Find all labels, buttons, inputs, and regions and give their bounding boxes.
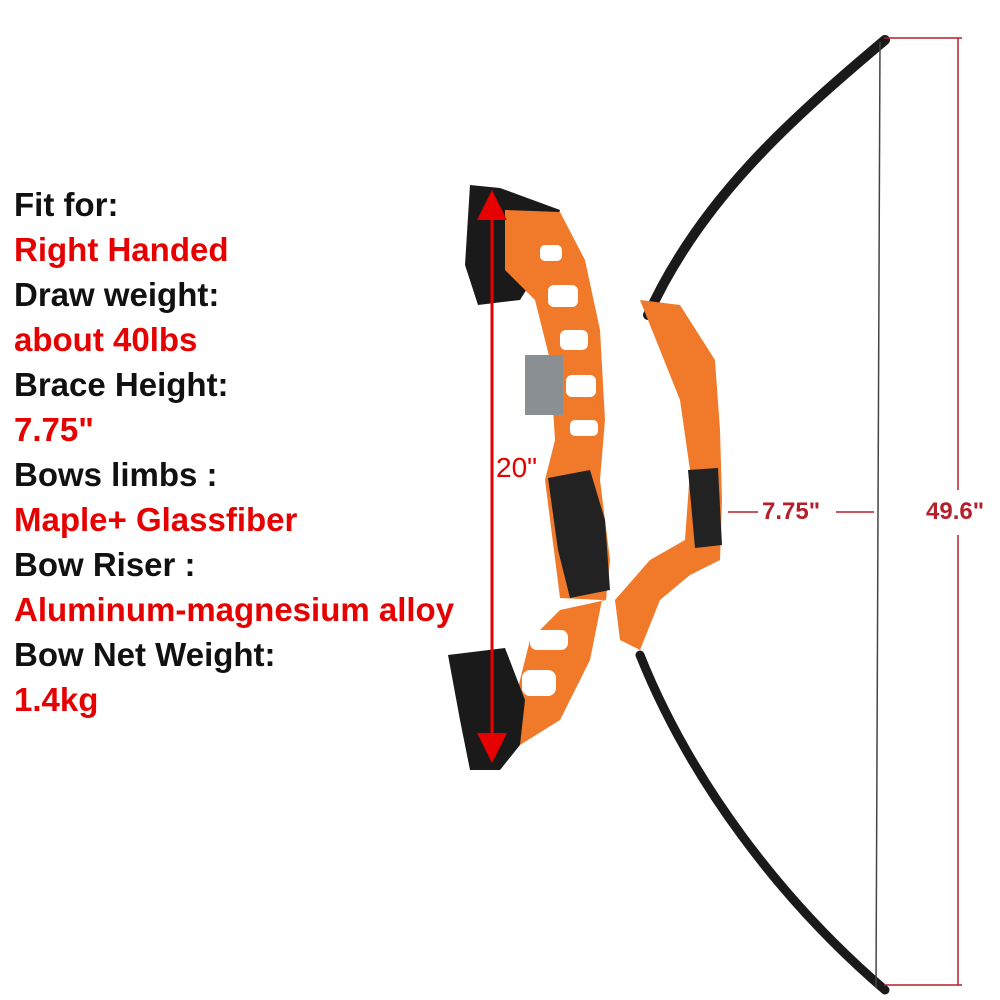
total-length-dimension-label: 49.6" [926,498,985,525]
recurve-bow-detail-icon [448,185,610,770]
spec-riser-value: Aluminum-magnesium alloy [14,591,455,628]
spec-limbs-label: Bows limbs : [14,456,218,493]
spec-fit-value: Right Handed [14,231,229,268]
spec-draw-weight-label: Draw weight: [14,276,220,313]
spec-brace-height-value: 7.75" [14,411,94,448]
spec-riser-label: Bow Riser : [14,546,196,583]
spec-draw-weight-value: about 40lbs [14,321,198,358]
spec-net-weight-value: 1.4kg [14,681,99,718]
spec-net-weight-label: Bow Net Weight: [14,636,276,673]
brace-height-dimension-label: 7.75" [762,498,821,525]
spec-list: Fit for: Right Handed Draw weight: about… [14,182,494,722]
riser-length-label: 20" [496,452,538,483]
spec-brace-height-label: Brace Height: [14,366,229,403]
spec-limbs-value: Maple+ Glassfiber [14,501,298,538]
assembled-bow-icon [615,35,890,995]
spec-fit-label: Fit for: [14,186,119,223]
